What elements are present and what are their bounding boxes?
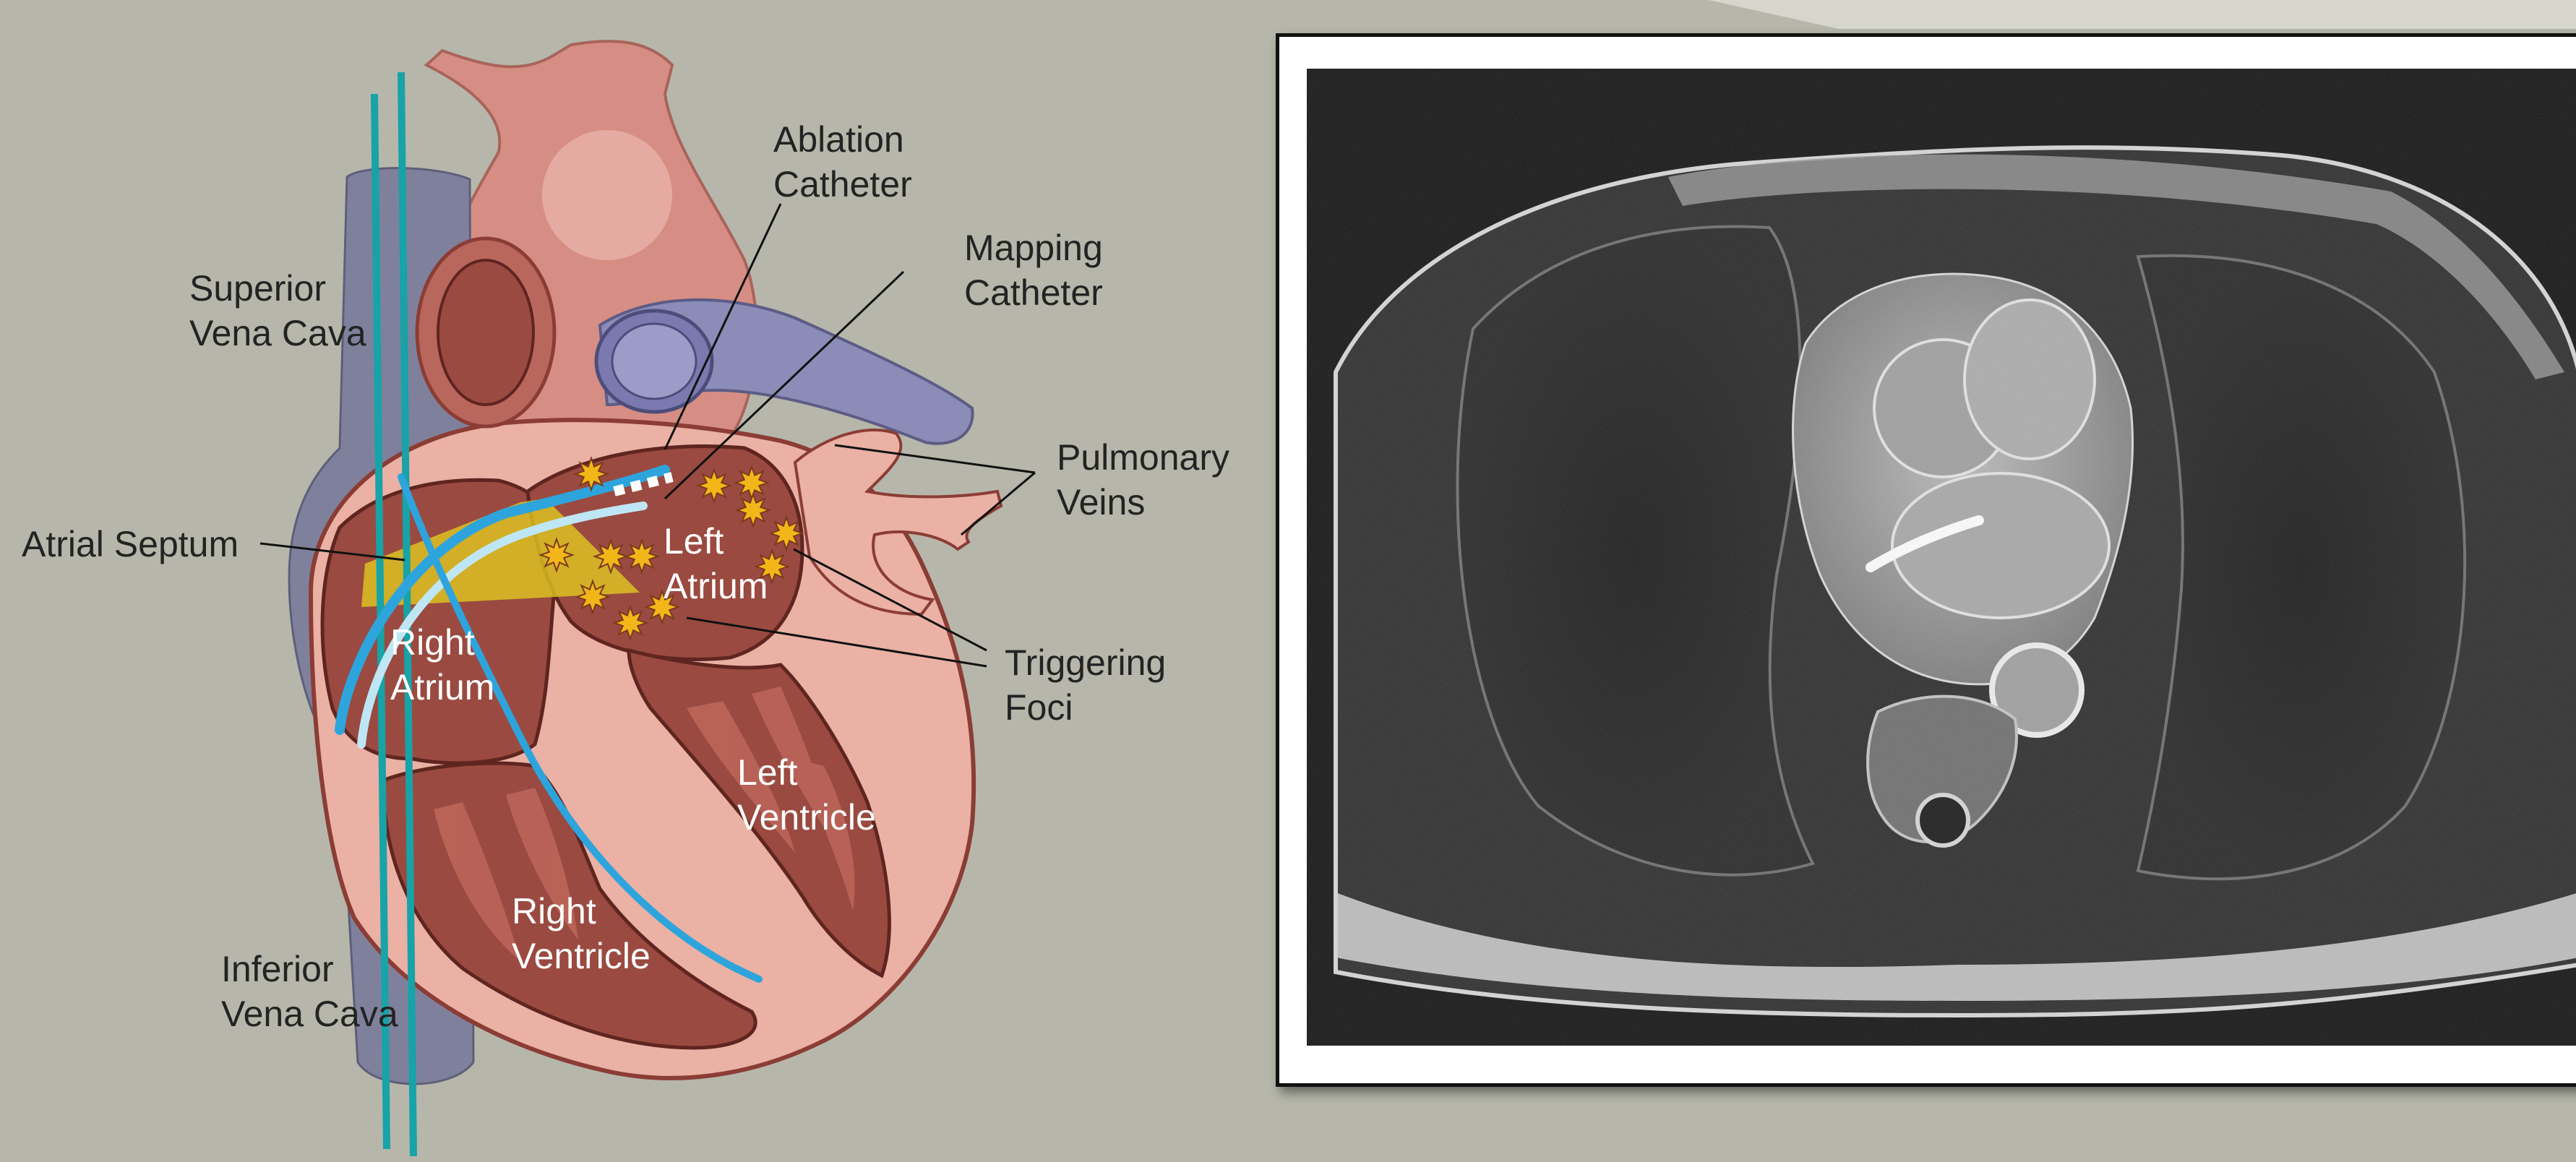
background-corner-accent	[1709, 0, 2576, 29]
mri-scan-drawing	[1307, 69, 2576, 1046]
label-atrial-septum: Atrial Septum	[22, 522, 239, 567]
starburst-icon	[736, 467, 768, 499]
starburst-icon	[541, 539, 572, 571]
starburst-icon	[698, 470, 730, 502]
starburst-icon	[577, 581, 609, 613]
starburst-icon	[614, 607, 646, 639]
starburst-icon	[575, 458, 607, 490]
starburst-icon	[626, 541, 658, 572]
mri-image-frame	[1276, 33, 2576, 1087]
mri-scan-image	[1307, 69, 2576, 1046]
starburst-icon	[595, 541, 627, 572]
starburst-icon	[770, 517, 802, 549]
heart-diagram	[0, 0, 1275, 1162]
